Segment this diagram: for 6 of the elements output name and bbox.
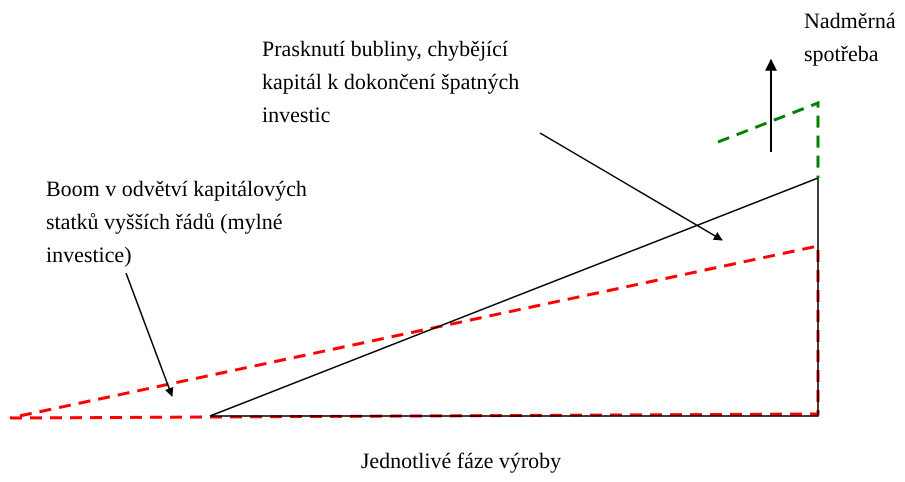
annotation-text: Boom v odvětví kapitálových statků vyšších řádů (mylné investice) xyxy=(46,175,308,269)
annotation-text: Nadměrná spotřeba xyxy=(804,7,897,68)
axis-caption: Jednotlivé fáze výroby xyxy=(360,448,562,474)
annotation-text: Prasknutí bubliny, chybějící kapitál k dokončení špatných investic xyxy=(262,35,520,129)
leader-line xyxy=(540,132,723,241)
leader-line xyxy=(125,272,174,397)
